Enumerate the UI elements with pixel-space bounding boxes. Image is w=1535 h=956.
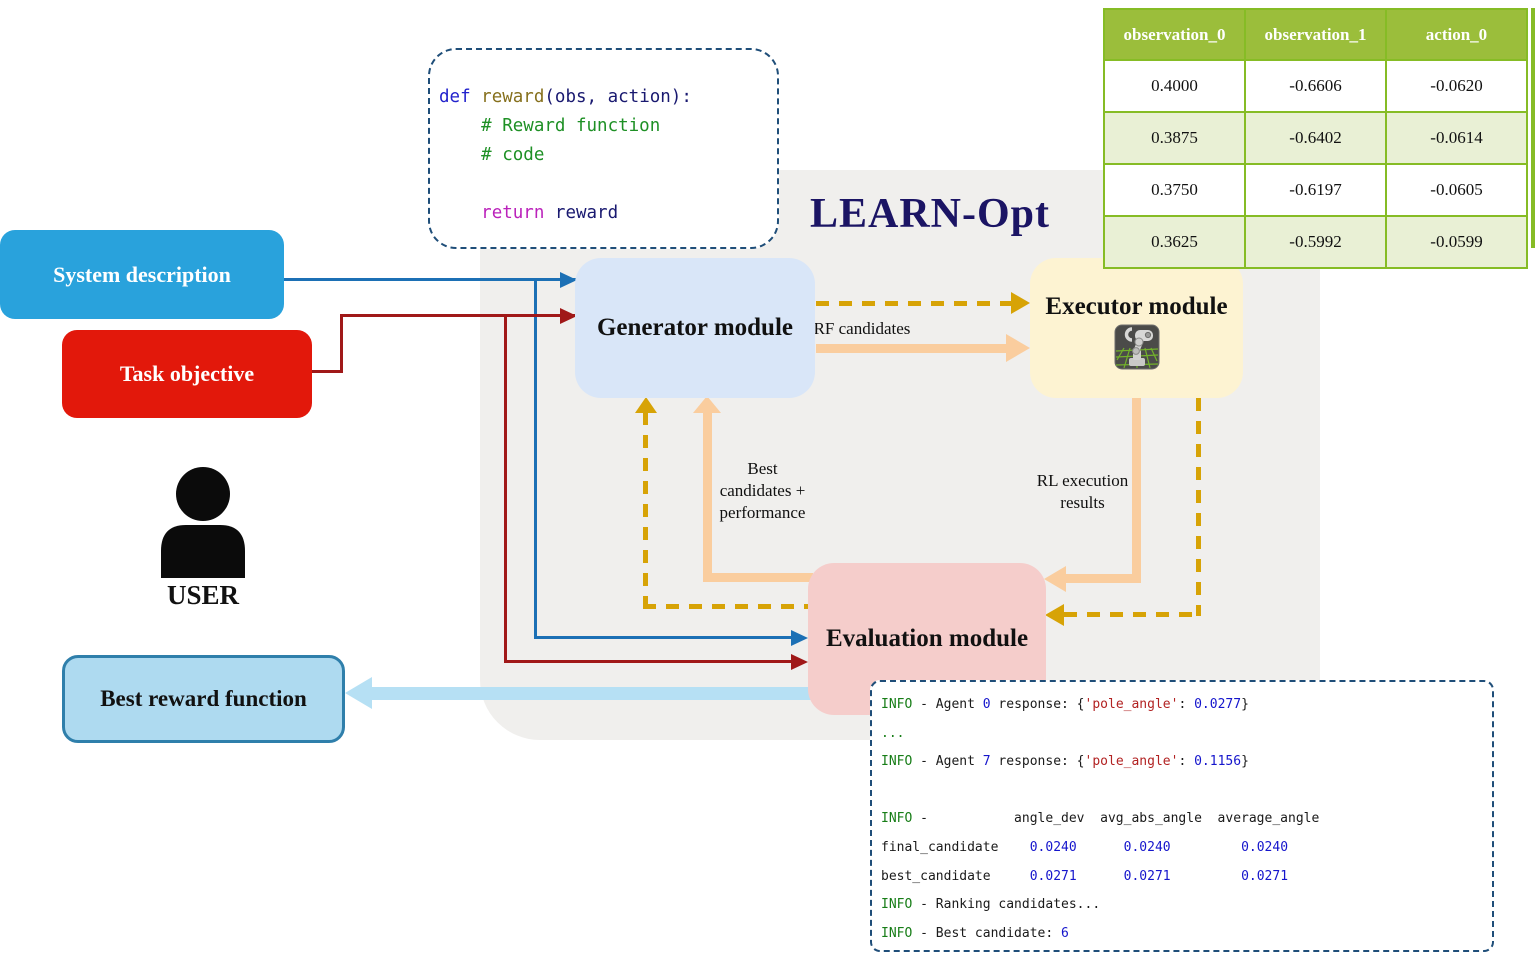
generator-module-box: Generator module — [575, 258, 815, 398]
log-line: INFO - Best candidate: 6 — [881, 925, 1069, 941]
arrow-system-to-evaluation-vertical — [534, 278, 537, 639]
arrow-task-stub — [310, 370, 343, 373]
arrow-rf-candidates — [816, 344, 1007, 353]
table-row: 0.3875-0.6402-0.0614 — [1103, 111, 1528, 165]
arrow-generator-to-executor-dashed-head — [1011, 292, 1030, 314]
table-row: 0.4000-0.6606-0.0620 — [1103, 59, 1528, 113]
arrow-task-to-evaluation-head — [791, 654, 808, 670]
code-line: # Reward function — [439, 116, 661, 136]
log-line: INFO - Ranking candidates... — [881, 897, 1101, 913]
table-cell: 0.3875 — [1103, 111, 1246, 165]
user-label: USER — [166, 580, 240, 610]
code-line — [439, 170, 769, 199]
table-cell: 0.3750 — [1103, 163, 1246, 217]
person-silhouette-icon — [161, 467, 245, 578]
execution-log-panel: INFO - Agent 0 response: {'pole_angle': … — [870, 680, 1494, 952]
table-cell: -0.6197 — [1244, 163, 1387, 217]
arrow-evaluation-to-generator-dashed-head — [635, 397, 657, 413]
table-cell: -0.6606 — [1244, 59, 1387, 113]
arrow-evaluation-to-best-reward-head — [345, 677, 372, 709]
diagram-title: LEARN-Opt — [809, 191, 1051, 237]
table-cell: -0.0599 — [1385, 215, 1528, 269]
log-line: INFO - angle_dev avg_abs_angle average_a… — [881, 811, 1320, 827]
arrow-executor-to-evaluation-dashed-vertical — [1196, 398, 1201, 616]
arrow-generator-to-executor-dashed — [816, 301, 1012, 306]
reward-code-lines: def reward(obs, action): # Reward functi… — [430, 50, 777, 228]
arrow-evaluation-to-generator-dashed-vertical — [643, 412, 648, 608]
reward-code-panel: def reward(obs, action): # Reward functi… — [428, 48, 779, 249]
arrow-system-to-evaluation — [534, 636, 792, 639]
code-line: return reward — [481, 203, 619, 223]
table-cell: -0.5992 — [1244, 215, 1387, 269]
arrow-task-to-generator — [340, 314, 577, 317]
arrow-task-to-generator-head — [560, 308, 577, 324]
generator-module-label: Generator module — [596, 314, 794, 341]
executor-module-label: Executor module — [1045, 292, 1228, 320]
table-row: 0.3750-0.6197-0.0605 — [1103, 163, 1528, 217]
table-cell: -0.0605 — [1385, 163, 1528, 217]
table-row: 0.3625-0.5992-0.0599 — [1103, 215, 1528, 269]
arrow-rf-candidates-head — [1006, 334, 1030, 362]
table-header-cell: observation_1 — [1244, 8, 1387, 61]
arrow-evaluation-to-best-reward — [360, 687, 814, 700]
table-header-cell: observation_0 — [1103, 8, 1246, 61]
robot-arm-simulation-icon — [1114, 324, 1159, 369]
arrow-evaluation-to-generator-vertical — [703, 410, 712, 582]
system-description-box: System description — [0, 230, 284, 319]
code-line: # code — [439, 145, 545, 165]
table-cell: -0.6402 — [1244, 111, 1387, 165]
arrow-task-to-evaluation — [504, 660, 792, 663]
table-cell: 0.4000 — [1103, 59, 1246, 113]
execution-log-lines: INFO - Agent 0 response: {'pole_angle': … — [872, 682, 1492, 948]
rf-candidates-label: RF candidates — [813, 319, 911, 338]
arrow-task-to-evaluation-vertical — [504, 314, 507, 663]
table-cell: 0.3625 — [1103, 215, 1246, 269]
table-header-cell: action_0 — [1385, 8, 1528, 61]
evaluation-module-label: Evaluation module — [825, 625, 1029, 652]
table-cell: -0.0614 — [1385, 111, 1528, 165]
arrow-system-to-generator — [283, 278, 577, 281]
arrow-evaluation-to-generator-dashed-horizontal — [643, 604, 813, 609]
log-line: INFO - Agent 0 response: {'pole_angle': … — [881, 697, 1249, 712]
table-cell: -0.0620 — [1385, 59, 1528, 113]
log-line: final_candidate 0.0240 0.0240 0.0240 — [881, 839, 1289, 855]
best-reward-function-box: Best reward function — [62, 655, 345, 743]
arrow-evaluation-to-generator-horizontal — [703, 573, 813, 582]
arrow-system-to-evaluation-head — [791, 630, 808, 646]
arrow-task-riser — [340, 314, 343, 373]
task-objective-box: Task objective — [62, 330, 312, 418]
log-line: best_candidate 0.0271 0.0271 0.0271 — [881, 868, 1289, 884]
arrow-evaluation-to-generator-head — [693, 396, 721, 413]
log-line: INFO - Agent 7 response: {'pole_angle': … — [881, 754, 1249, 770]
log-line — [881, 777, 1488, 806]
code-line: def reward(obs, action): — [439, 87, 692, 107]
arrow-executor-to-evaluation-dashed-horizontal — [1064, 612, 1201, 617]
arrow-rl-results-vertical — [1132, 398, 1141, 583]
arrow-executor-to-evaluation-dashed-head — [1045, 604, 1064, 626]
executor-module-box: Executor module — [1030, 258, 1243, 398]
observation-table-cutoff-column — [1531, 8, 1535, 248]
log-line: ... — [881, 725, 905, 741]
arrow-system-to-generator-head — [560, 272, 577, 288]
arrow-rl-results-head — [1044, 566, 1066, 592]
arrow-rl-results-horizontal — [1064, 574, 1141, 583]
